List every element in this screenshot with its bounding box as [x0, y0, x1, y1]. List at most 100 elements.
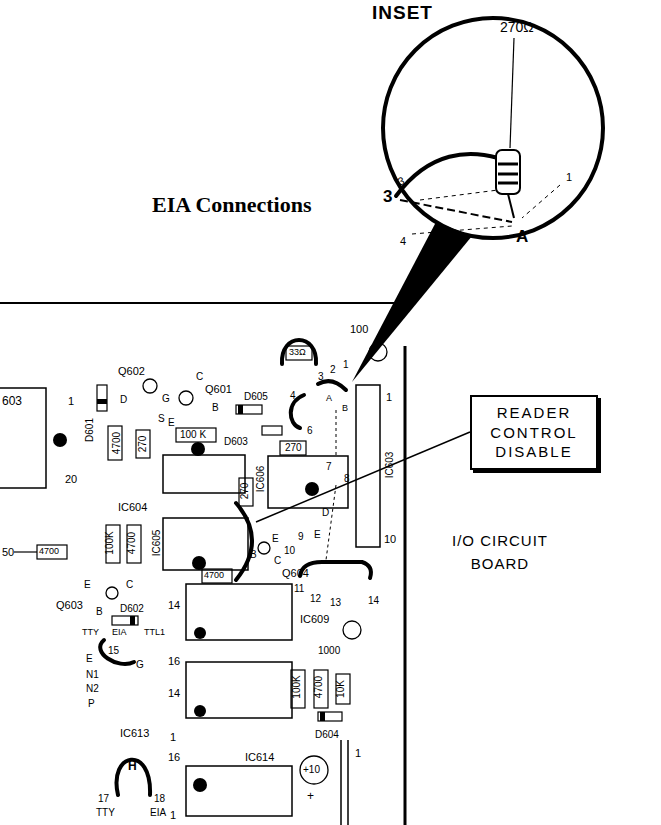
part-label: E	[168, 418, 175, 428]
part-label: P	[88, 699, 95, 709]
part-label: 4700	[39, 547, 59, 556]
part-label: 16	[168, 752, 180, 763]
part-label: 8	[344, 474, 350, 484]
ic-packages	[0, 385, 380, 816]
part-label: 270	[138, 436, 148, 453]
part-label: 3	[383, 188, 392, 205]
drawing-part	[186, 662, 292, 718]
drawing-part	[282, 340, 316, 364]
drawing-part	[404, 346, 407, 825]
part-label: 100K	[292, 675, 302, 698]
drawing-part	[191, 442, 205, 456]
part-label: 15	[108, 646, 119, 656]
drawing-part	[286, 346, 312, 360]
drawing-part	[236, 405, 262, 414]
inset-heading: INSET	[372, 2, 433, 24]
part-label: 270	[285, 443, 302, 453]
part-label: Q603	[56, 600, 83, 611]
inset-circle-outline	[383, 18, 603, 238]
drawing-part	[176, 428, 216, 442]
part-label: IC613	[120, 728, 149, 739]
drawing-part	[202, 569, 232, 583]
board-name: I/O CIRCUIT BOARD	[440, 530, 560, 575]
drawing-part	[97, 399, 107, 404]
part-label: 1	[170, 732, 176, 743]
part-label: 18	[154, 794, 165, 804]
part-label: 12	[310, 594, 321, 604]
part-label: 1	[68, 396, 74, 407]
drawing-part	[194, 705, 206, 717]
drawing-part	[396, 154, 498, 196]
drawing-part	[106, 587, 118, 599]
part-label: 1	[386, 392, 392, 403]
part-label: TTY	[82, 628, 99, 637]
part-label: 9	[298, 532, 304, 542]
callout-box: READER CONTROL DISABLE	[470, 395, 598, 470]
drawing-part	[369, 343, 387, 361]
part-label: 100 K	[180, 430, 206, 440]
pin-dashes	[326, 410, 336, 560]
drawing-part	[320, 712, 325, 721]
part-label: 4	[290, 391, 296, 401]
drawing-part	[112, 616, 138, 625]
part-label: G	[136, 660, 144, 670]
diagram-title: EIA Connections	[152, 194, 312, 216]
part-label: 16	[168, 656, 180, 667]
drawing-part	[186, 766, 292, 816]
part-label: EIA	[150, 808, 166, 818]
drawing-part	[136, 430, 150, 458]
part-label: 50	[2, 547, 14, 558]
drawing-part	[326, 485, 336, 560]
part-label: C	[126, 580, 133, 590]
drawing-part	[498, 182, 518, 185]
drawing-part	[522, 185, 560, 218]
drawing-part	[0, 302, 400, 304]
part-label: G	[162, 394, 170, 404]
drawing-part	[300, 562, 371, 578]
part-label: 4700	[112, 432, 122, 454]
jumper-wires	[100, 340, 371, 795]
part-label: 1	[566, 172, 572, 183]
drawing-part	[0, 388, 46, 488]
part-label: IC605	[152, 530, 162, 557]
drawing-part	[236, 503, 252, 580]
part-label: 603	[2, 395, 22, 407]
part-label: 33Ω	[289, 348, 306, 357]
part-label: D601	[85, 418, 95, 442]
part-label: 4700	[127, 532, 137, 554]
inset-circle: INSET	[370, 0, 610, 245]
drawing-part	[400, 200, 512, 222]
part-label: IC614	[245, 752, 274, 763]
part-label: B	[212, 403, 219, 413]
part-label: D	[120, 395, 127, 405]
part-label: 1	[343, 360, 349, 370]
drawing-part	[496, 150, 520, 194]
drawing-part	[100, 640, 134, 664]
part-label: IC606	[256, 466, 266, 493]
board-outline	[0, 303, 405, 825]
part-label: 10K	[336, 680, 346, 698]
drawing-part	[356, 385, 380, 547]
drawing-part	[258, 542, 270, 554]
drawing-part	[498, 163, 518, 166]
part-label: E	[84, 580, 91, 590]
part-label: D605	[244, 392, 268, 402]
callout-text: READER CONTROL DISABLE	[476, 403, 592, 462]
part-label: 1	[170, 810, 176, 821]
drawing-part	[498, 173, 518, 176]
drawing-part	[262, 426, 282, 435]
drawing-part	[194, 627, 206, 639]
drawing-part	[510, 38, 514, 148]
part-label: 1	[355, 748, 361, 759]
part-label: 100K	[105, 531, 115, 554]
drawing-part	[280, 441, 306, 455]
pin1-dots	[53, 433, 319, 792]
part-label: 14	[168, 688, 180, 699]
part-label: 100	[350, 324, 368, 335]
transistors-capacitors	[106, 343, 387, 784]
drawing-part	[53, 433, 67, 447]
part-label: D604	[315, 730, 339, 740]
drawing-part	[163, 518, 248, 570]
drawing-part	[186, 584, 292, 640]
part-label: S	[158, 414, 165, 424]
